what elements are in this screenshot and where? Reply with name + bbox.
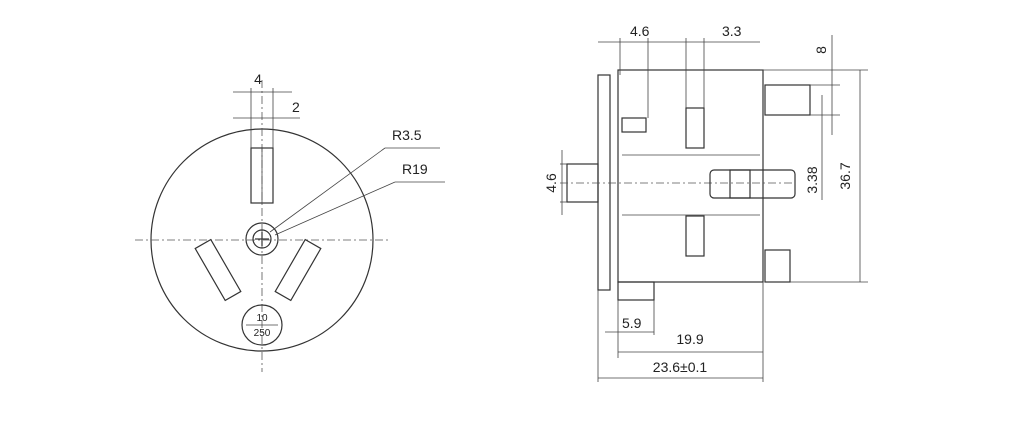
- dim-flange: 5.9: [622, 315, 642, 331]
- leader-r19: [274, 181, 396, 236]
- rating-volts: 250: [254, 328, 271, 339]
- flange-foot: [617, 281, 655, 301]
- lower-rib: [685, 215, 705, 257]
- dim-top-right: 3.3: [722, 23, 742, 39]
- rear-terminal: [709, 169, 796, 199]
- bottom-terminal: [764, 249, 791, 283]
- upper-tab: [621, 117, 647, 133]
- dim-top-offset: 2: [292, 99, 300, 115]
- rating-amps: 10: [256, 313, 268, 324]
- side-view: 4.6 3.3 36.7 8 3.38 4.6 5.9 19.9 23.6±0.…: [543, 23, 868, 382]
- dim-left-pin: 4.6: [543, 173, 559, 193]
- front-plate: [597, 74, 611, 291]
- dim-top-width: 4: [254, 71, 262, 87]
- dim-right-top: 8: [813, 46, 829, 54]
- neutral-slot: [274, 238, 322, 302]
- rating-circle: [241, 304, 283, 346]
- dim-overall-height: 36.7: [837, 162, 853, 189]
- dim-top-left: 4.6: [630, 23, 650, 39]
- leader-r3-5: [269, 147, 386, 233]
- active-slot: [194, 238, 242, 302]
- front-view: 10 250 4 2 R3.5 R19: [135, 71, 445, 372]
- dim-body-radius: R19: [402, 161, 428, 177]
- top-terminal: [764, 84, 811, 116]
- dim-overall-length: 23.6±0.1: [653, 359, 708, 375]
- dim-pin-height: 3.38: [804, 166, 820, 193]
- center-screw-outer: [245, 222, 279, 256]
- dim-body-length: 19.9: [676, 331, 703, 347]
- dim-center-radius: R3.5: [392, 127, 422, 143]
- terminal-screw: [729, 169, 751, 199]
- socket-body: [617, 69, 764, 283]
- upper-rib: [685, 107, 705, 149]
- center-screw-inner: [252, 229, 272, 249]
